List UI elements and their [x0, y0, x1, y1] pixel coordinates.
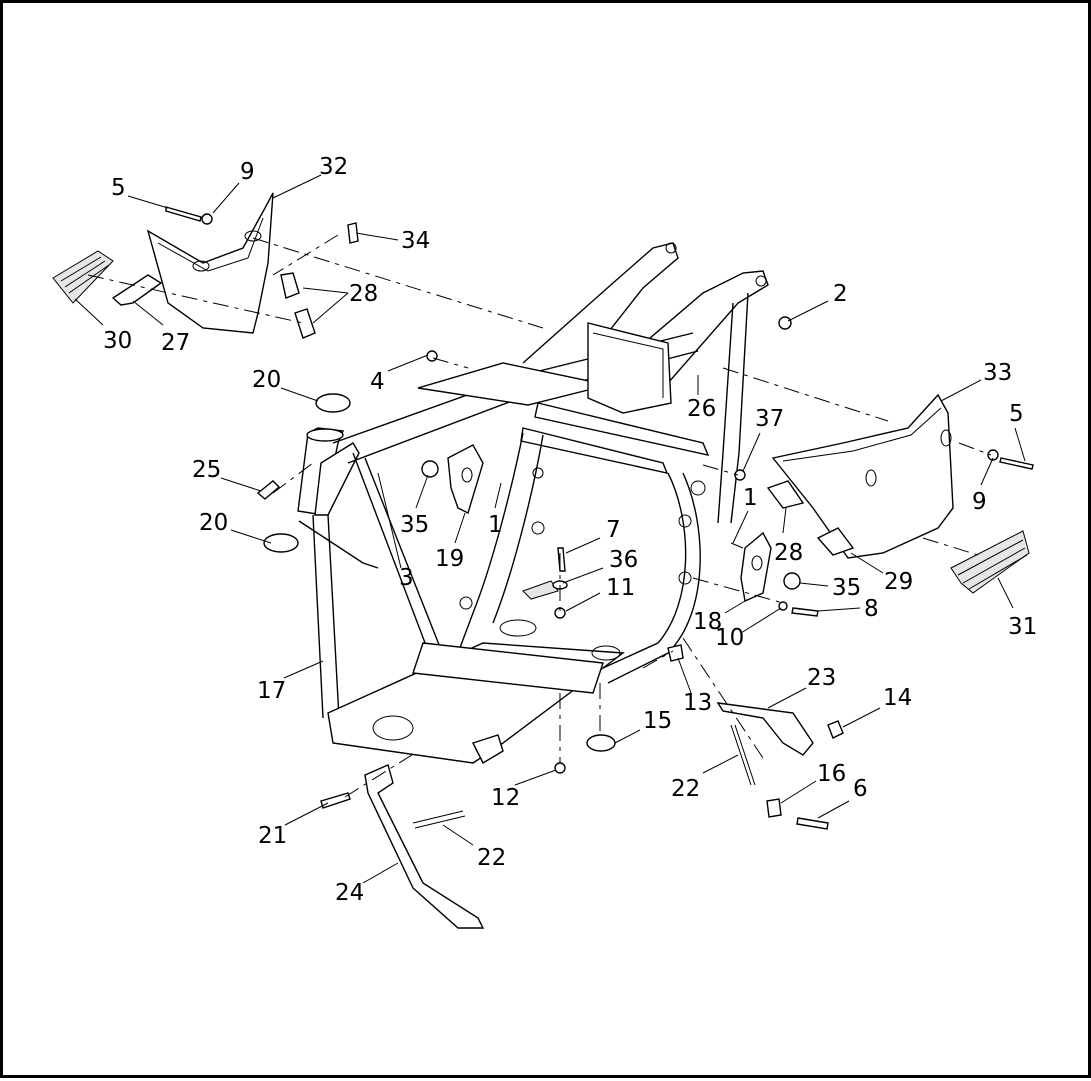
left-side-cover: [146, 192, 274, 334]
callout-22-left: 22: [477, 845, 506, 871]
washer-right-cover: [987, 449, 999, 461]
cap-right: [783, 572, 801, 590]
callout-14: 14: [883, 685, 912, 711]
bearing-upper: [315, 393, 351, 413]
callout-19: 19: [435, 546, 464, 572]
reflector-bracket: [111, 274, 163, 306]
callout-35-right: 35: [832, 575, 861, 601]
callout-30: 30: [103, 328, 132, 354]
callout-6: 6: [853, 776, 868, 802]
callout-21: 21: [258, 823, 287, 849]
assembly-lines: [87, 234, 992, 798]
grommet-right: [766, 480, 805, 509]
left-reflector: [52, 250, 114, 304]
leader-lines: [74, 174, 1026, 884]
callout-labels: 5 9 32 34 28 30 27 2 4 20 33 5 26 37 25 …: [103, 154, 1037, 906]
right-side-cover-group: [766, 393, 1034, 594]
motor-mount-right: [740, 531, 772, 603]
left-side-cover-group: [52, 192, 359, 339]
battery-pad: [522, 580, 559, 600]
stand-bracket: [716, 702, 814, 756]
callout-7: 7: [606, 517, 621, 543]
callout-33: 33: [983, 360, 1012, 386]
spring-left: [412, 810, 466, 829]
callout-20-lower: 20: [199, 510, 228, 536]
right-reflector: [950, 530, 1030, 594]
fitting-lower: [766, 798, 782, 818]
callout-9-left: 9: [240, 159, 255, 185]
right-side-cover: [771, 393, 954, 559]
motorcycle-frame: [297, 242, 769, 764]
callout-10: 10: [715, 625, 744, 651]
callout-12: 12: [491, 785, 520, 811]
callout-34: 34: [401, 228, 430, 254]
plug-small: [734, 469, 746, 481]
callout-28-left: 28: [349, 281, 378, 307]
callout-15: 15: [643, 708, 672, 734]
callout-37: 37: [755, 406, 784, 432]
lock-nut: [827, 720, 844, 739]
spring-right: [730, 724, 756, 786]
callout-31: 31: [1008, 614, 1037, 640]
callout-5-right: 5: [1009, 401, 1024, 427]
nut-lower: [554, 762, 566, 774]
callout-36: 36: [609, 547, 638, 573]
callout-11: 11: [606, 575, 635, 601]
callout-22-right: 22: [671, 776, 700, 802]
callout-16: 16: [817, 761, 846, 787]
motor-mount-left: [447, 444, 484, 514]
callout-13: 13: [683, 690, 712, 716]
callout-18: 18: [693, 609, 722, 635]
callout-20-upper: 20: [252, 367, 281, 393]
grommet-upper: [280, 272, 300, 299]
nut-cradle: [667, 644, 684, 662]
plug-right: [778, 316, 792, 330]
retainer-clip: [347, 222, 359, 244]
callout-9-right: 9: [972, 489, 987, 515]
bolt-battery: [557, 547, 566, 572]
bolt-lower: [796, 817, 829, 830]
callout-27: 27: [161, 330, 190, 356]
fitting: [256, 480, 281, 500]
callout-32: 32: [319, 154, 348, 180]
jiffy-stand: [364, 764, 485, 929]
callout-8: 8: [864, 596, 879, 622]
pivot-pin: [320, 792, 351, 809]
hardware-parts: [256, 316, 844, 929]
callout-5-left: 5: [111, 175, 126, 201]
callout-28-right: 28: [774, 540, 803, 566]
bearing-lower: [263, 533, 299, 553]
callout-3: 3: [399, 565, 414, 591]
callout-1-left: 1: [488, 512, 503, 538]
bumper: [586, 734, 616, 752]
callout-23: 23: [807, 665, 836, 691]
washer-left-cover: [201, 213, 213, 225]
grommet-lower: [294, 308, 316, 339]
cap-left: [421, 460, 439, 478]
callout-25: 25: [192, 457, 221, 483]
screw-upper: [426, 350, 438, 362]
bolt-right-cover: [999, 457, 1034, 470]
callout-4: 4: [370, 369, 385, 395]
callout-24: 24: [335, 880, 364, 906]
callout-17: 17: [257, 678, 286, 704]
frame-exploded-view: 5 9 32 34 28 30 27 2 4 20 33 5 26 37 25 …: [52, 154, 1037, 929]
callout-1-right: 1: [743, 485, 758, 511]
callout-2: 2: [833, 281, 848, 307]
callout-29: 29: [884, 569, 913, 595]
bolt-mount: [791, 607, 819, 617]
bolt-left-cover: [165, 206, 202, 222]
spacer-right: [816, 527, 855, 556]
callout-26: 26: [687, 396, 716, 422]
callout-35-left: 35: [400, 512, 429, 538]
